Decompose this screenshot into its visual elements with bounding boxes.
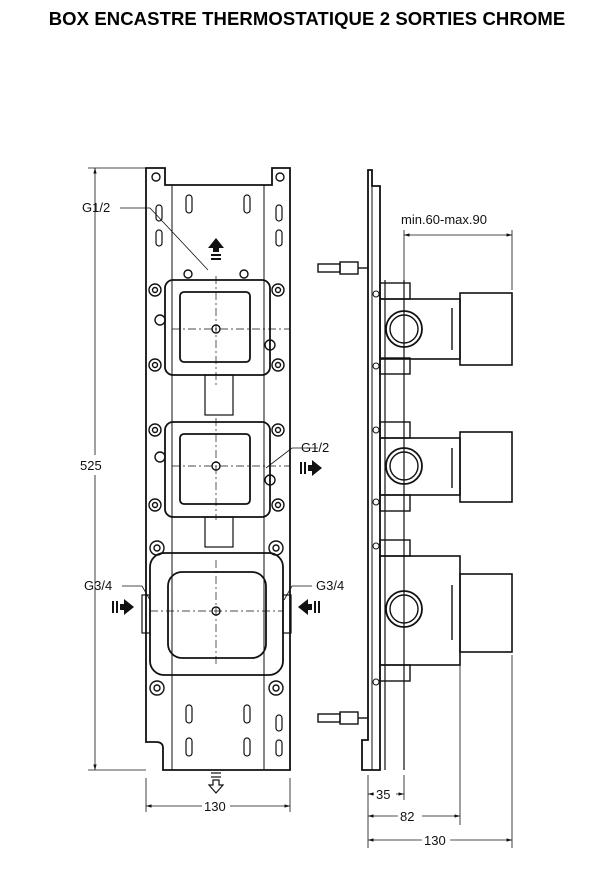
thread-label-g12-mid: G1/2	[301, 440, 329, 455]
thread-label-g34-right: G3/4	[316, 578, 344, 593]
dimension-depth-range: min.60-max.90	[401, 212, 487, 227]
dimension-height: 525	[80, 458, 102, 473]
page-title: BOX ENCASTRE THERMOSTATIQUE 2 SORTIES CH…	[48, 8, 566, 29]
rail-slots	[155, 194, 283, 757]
dimension-130-side: 130	[424, 833, 446, 848]
side-module-1	[379, 282, 513, 375]
dimension-82: 82	[400, 809, 414, 824]
front-dimensions	[88, 167, 318, 812]
side-view	[317, 169, 513, 771]
front-view	[141, 167, 292, 771]
inlet-right-arrow-icon	[298, 599, 312, 615]
mounting-screw-top	[317, 261, 368, 275]
outlet-down-arrow-icon	[207, 772, 225, 794]
side-module-3	[379, 539, 513, 682]
valve-module-1	[148, 269, 285, 416]
thread-label-g34-left: G3/4	[84, 578, 112, 593]
flow-arrows	[112, 238, 322, 615]
valve-module-3	[141, 540, 292, 696]
mounting-screw-bottom	[317, 711, 368, 725]
outlet-up-arrow-icon	[208, 238, 224, 252]
dimension-width: 130	[204, 799, 226, 814]
side-module-2	[379, 421, 513, 512]
back-plate	[361, 169, 381, 771]
inlet-left-arrow-icon	[120, 599, 134, 615]
mounting-frame	[145, 167, 291, 771]
thread-label-g12-top: G1/2	[82, 200, 110, 215]
dimension-35: 35	[376, 787, 390, 802]
side-dimensions	[367, 230, 513, 848]
outlet-right-arrow-icon	[308, 460, 322, 476]
valve-module-2	[148, 421, 285, 548]
